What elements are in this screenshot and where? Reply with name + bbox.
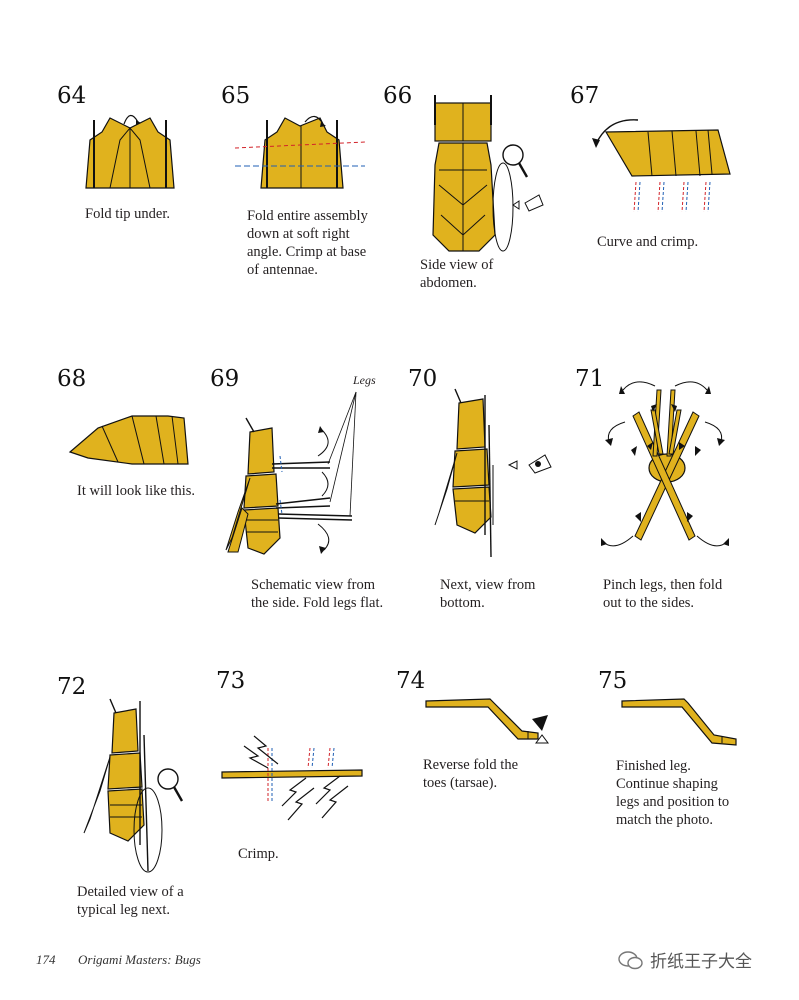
watermark: 折纸王子大全	[618, 947, 752, 972]
step-64-diagram	[85, 114, 175, 189]
step-72-diagram	[83, 698, 184, 873]
watermark-text: 折纸王子大全	[650, 952, 752, 972]
step-number: 72	[57, 674, 87, 700]
step-74-diagram	[425, 698, 549, 744]
step-70-diagram	[434, 388, 552, 558]
book-title: Origami Masters: Bugs	[78, 952, 201, 967]
step-caption: Fold tip under.	[85, 206, 170, 222]
step-66-diagram	[432, 95, 544, 252]
step-number: 64	[57, 83, 87, 109]
step-number: 69	[210, 366, 240, 392]
step-73-diagram	[221, 735, 363, 821]
step-68-diagram	[68, 415, 189, 465]
step-number: 75	[598, 668, 628, 694]
step-number: 66	[383, 83, 413, 109]
step-67-diagram	[592, 119, 731, 213]
step-71-diagram	[601, 381, 729, 547]
step-75-diagram	[621, 698, 737, 746]
step-number: 70	[408, 366, 438, 392]
step-caption: Curve and crimp.	[597, 234, 699, 250]
step-number: 73	[216, 668, 246, 694]
wechat-icon	[618, 950, 643, 969]
step-caption: It will look like this.	[77, 483, 196, 499]
step-number: 74	[396, 668, 426, 694]
step-number: 68	[57, 366, 87, 392]
step-number: 71	[575, 366, 605, 392]
legs-label: Legs	[353, 373, 376, 387]
step-69-diagram	[225, 391, 357, 555]
step-65-diagram	[234, 115, 366, 189]
step-caption: Crimp.	[238, 846, 279, 862]
step-number: 67	[570, 83, 600, 109]
page-number: 174	[36, 952, 56, 967]
step-number: 65	[221, 83, 251, 109]
